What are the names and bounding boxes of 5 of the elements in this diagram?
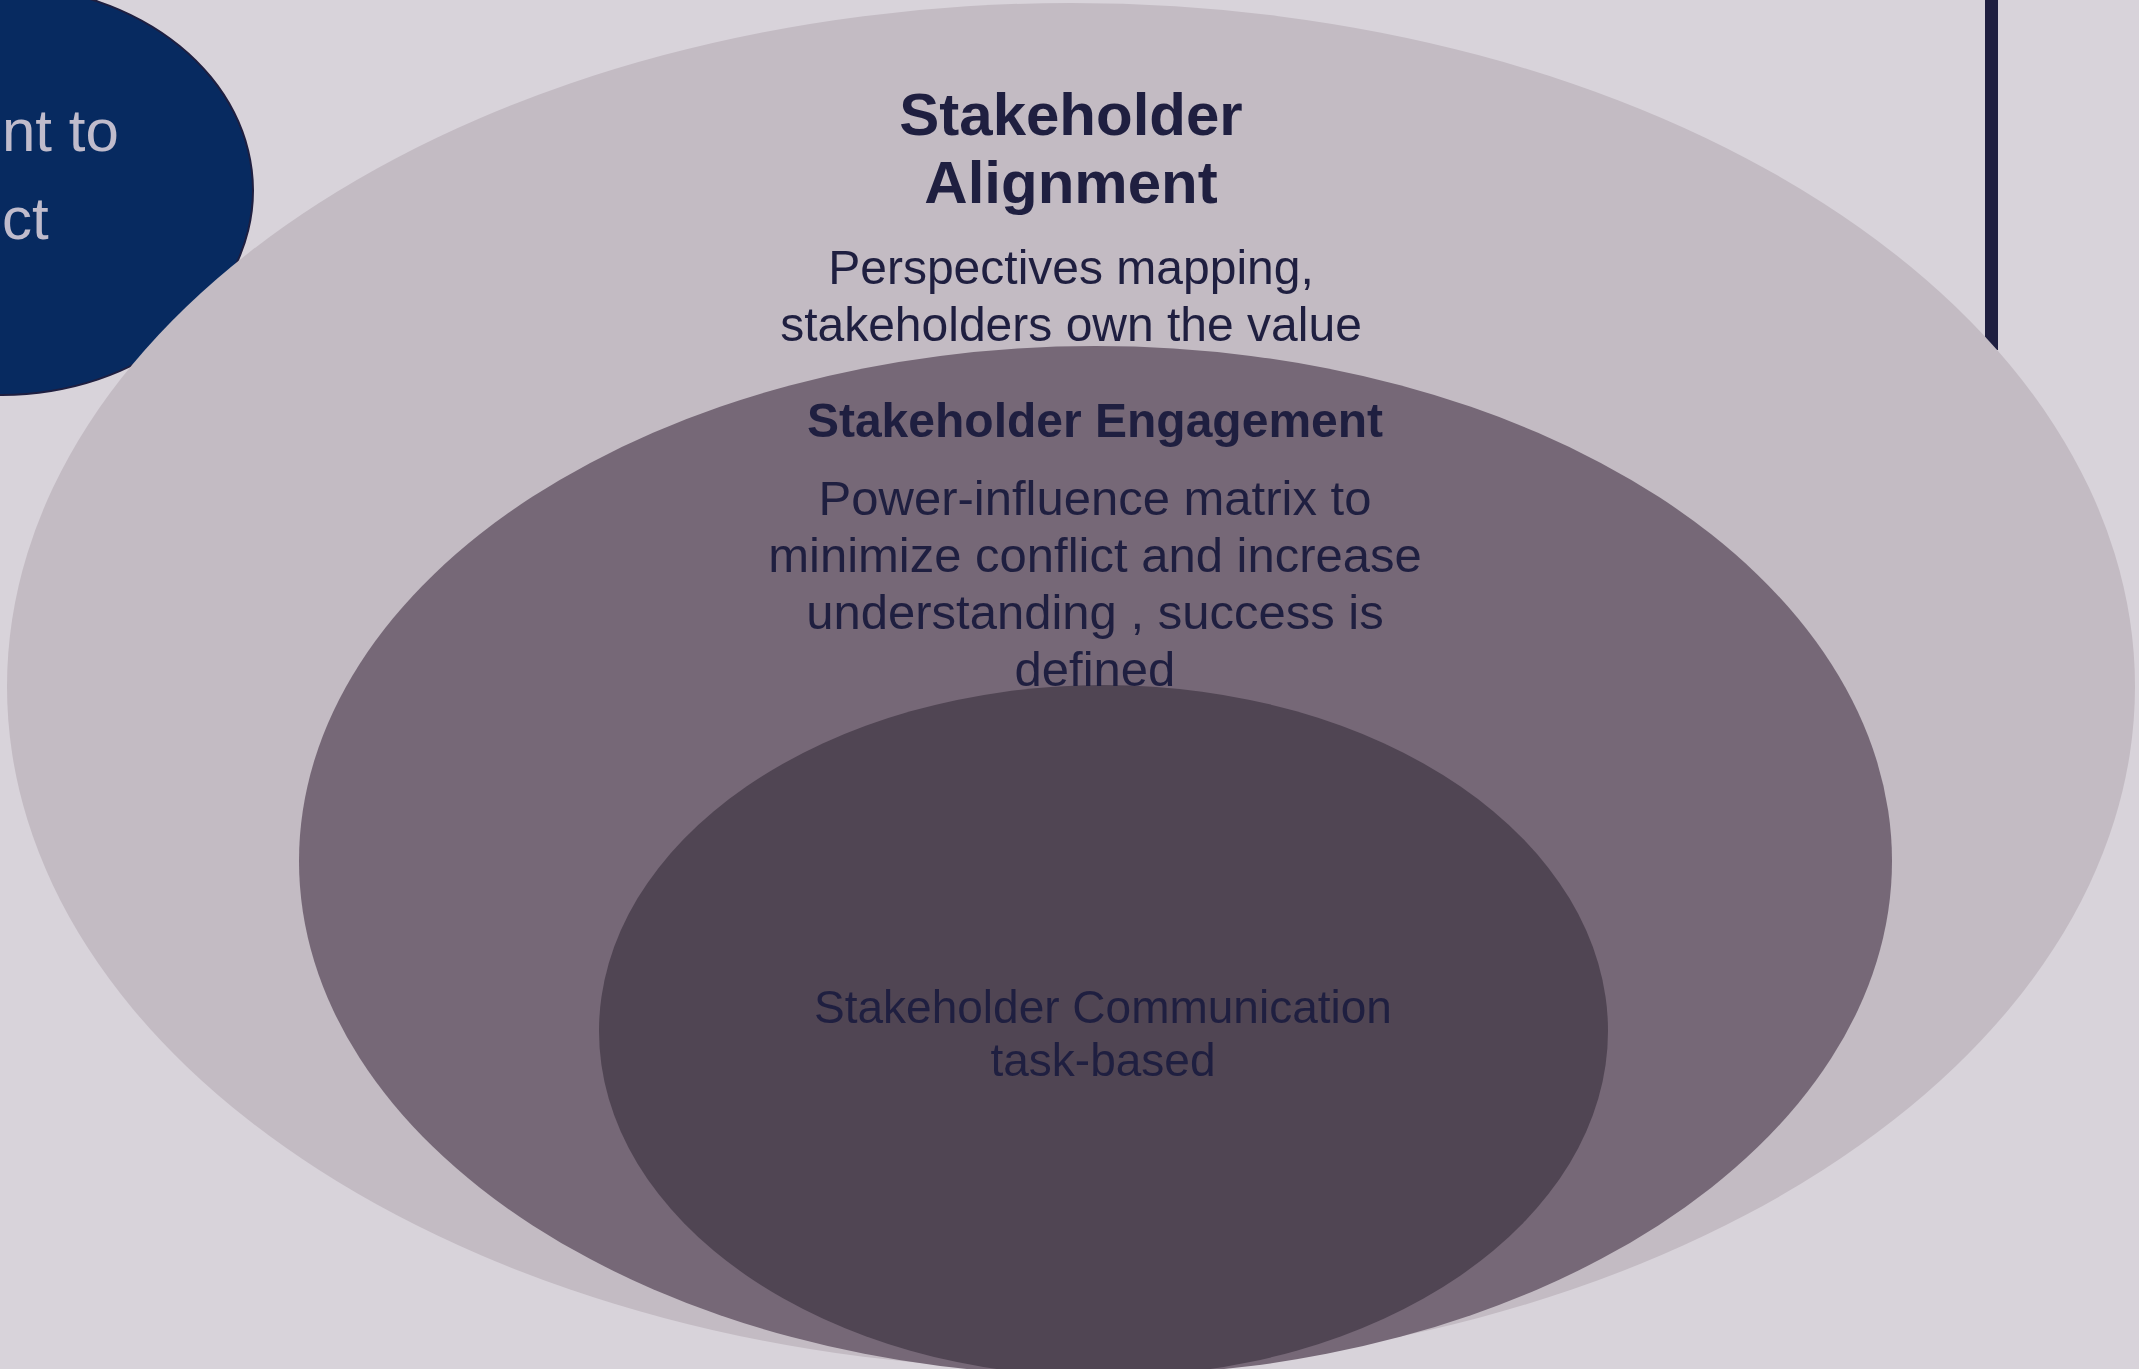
- node-text: Power-influence matrix to minimize conflict and increase understanding , success is defined: [767, 470, 1423, 698]
- node-text: Perspectives mapping, stakeholders own the value: [779, 240, 1363, 353]
- node-heading: Stakeholder Alignment: [898, 81, 1244, 217]
- node-heading: Stakeholder Engagement: [805, 393, 1385, 449]
- node-text: nt to ct: [2, 96, 120, 254]
